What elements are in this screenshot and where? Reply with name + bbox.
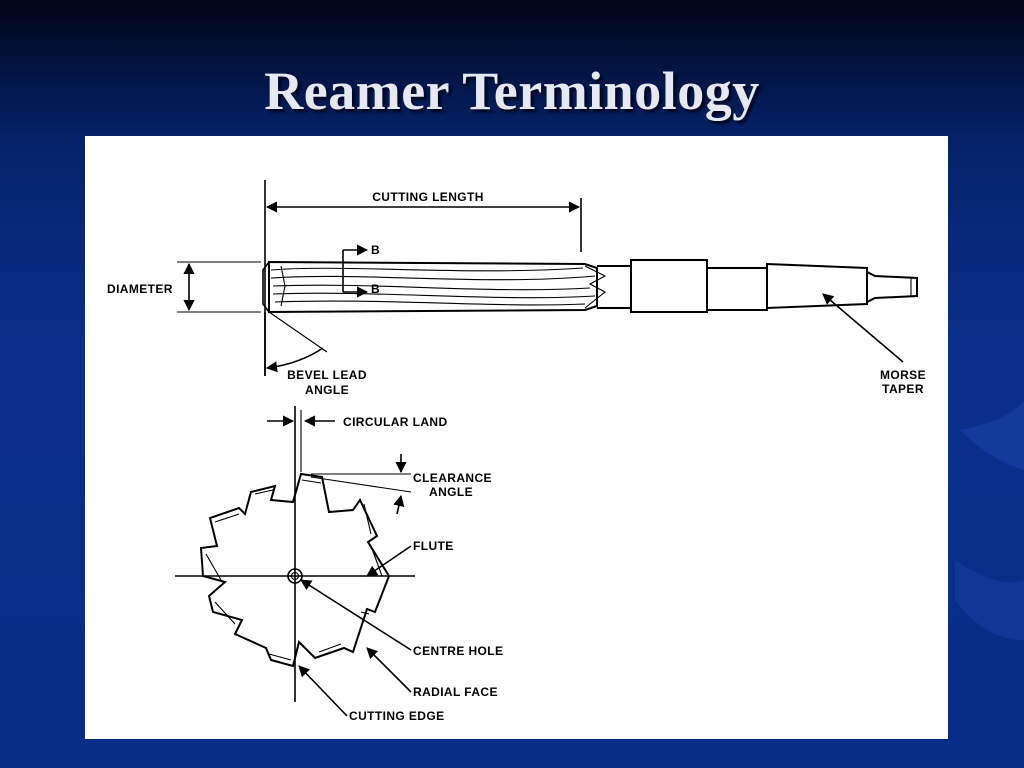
- label-flute: FLUTE: [413, 539, 454, 553]
- diagram-panel: CUTTING LENGTH DIAMETER B B BEVEL LEAD A…: [85, 136, 948, 739]
- tooth-profile: [199, 472, 391, 668]
- morse-taper-body: [766, 262, 868, 310]
- label-radial-face: RADIAL FACE: [413, 685, 498, 699]
- shank-collar: [630, 259, 708, 313]
- label-clearance-2: ANGLE: [429, 485, 473, 499]
- label-morse-2: TAPER: [882, 382, 924, 396]
- label-section-b-bottom: B: [371, 282, 380, 296]
- label-clearance-1: CLEARANCE: [413, 471, 492, 485]
- label-morse-1: MORSE: [880, 368, 926, 382]
- label-cutting-length: CUTTING LENGTH: [372, 190, 484, 204]
- label-cutting-edge: CUTTING EDGE: [349, 709, 444, 723]
- reamer-cross-section: [175, 406, 415, 717]
- centre-hole: [287, 568, 303, 584]
- label-centre-hole: CENTRE HOLE: [413, 644, 503, 658]
- label-section-b-top: B: [371, 243, 380, 257]
- reamer-side-view: [177, 180, 918, 376]
- label-bevel-lead-2: ANGLE: [305, 383, 349, 397]
- slide-title: Reamer Terminology: [264, 61, 760, 121]
- reamer-diagram: CUTTING LENGTH DIAMETER B B BEVEL LEAD A…: [107, 180, 926, 723]
- label-circular-land: CIRCULAR LAND: [343, 415, 448, 429]
- label-diameter: DIAMETER: [107, 282, 173, 296]
- label-bevel-lead-1: BEVEL LEAD: [287, 368, 367, 382]
